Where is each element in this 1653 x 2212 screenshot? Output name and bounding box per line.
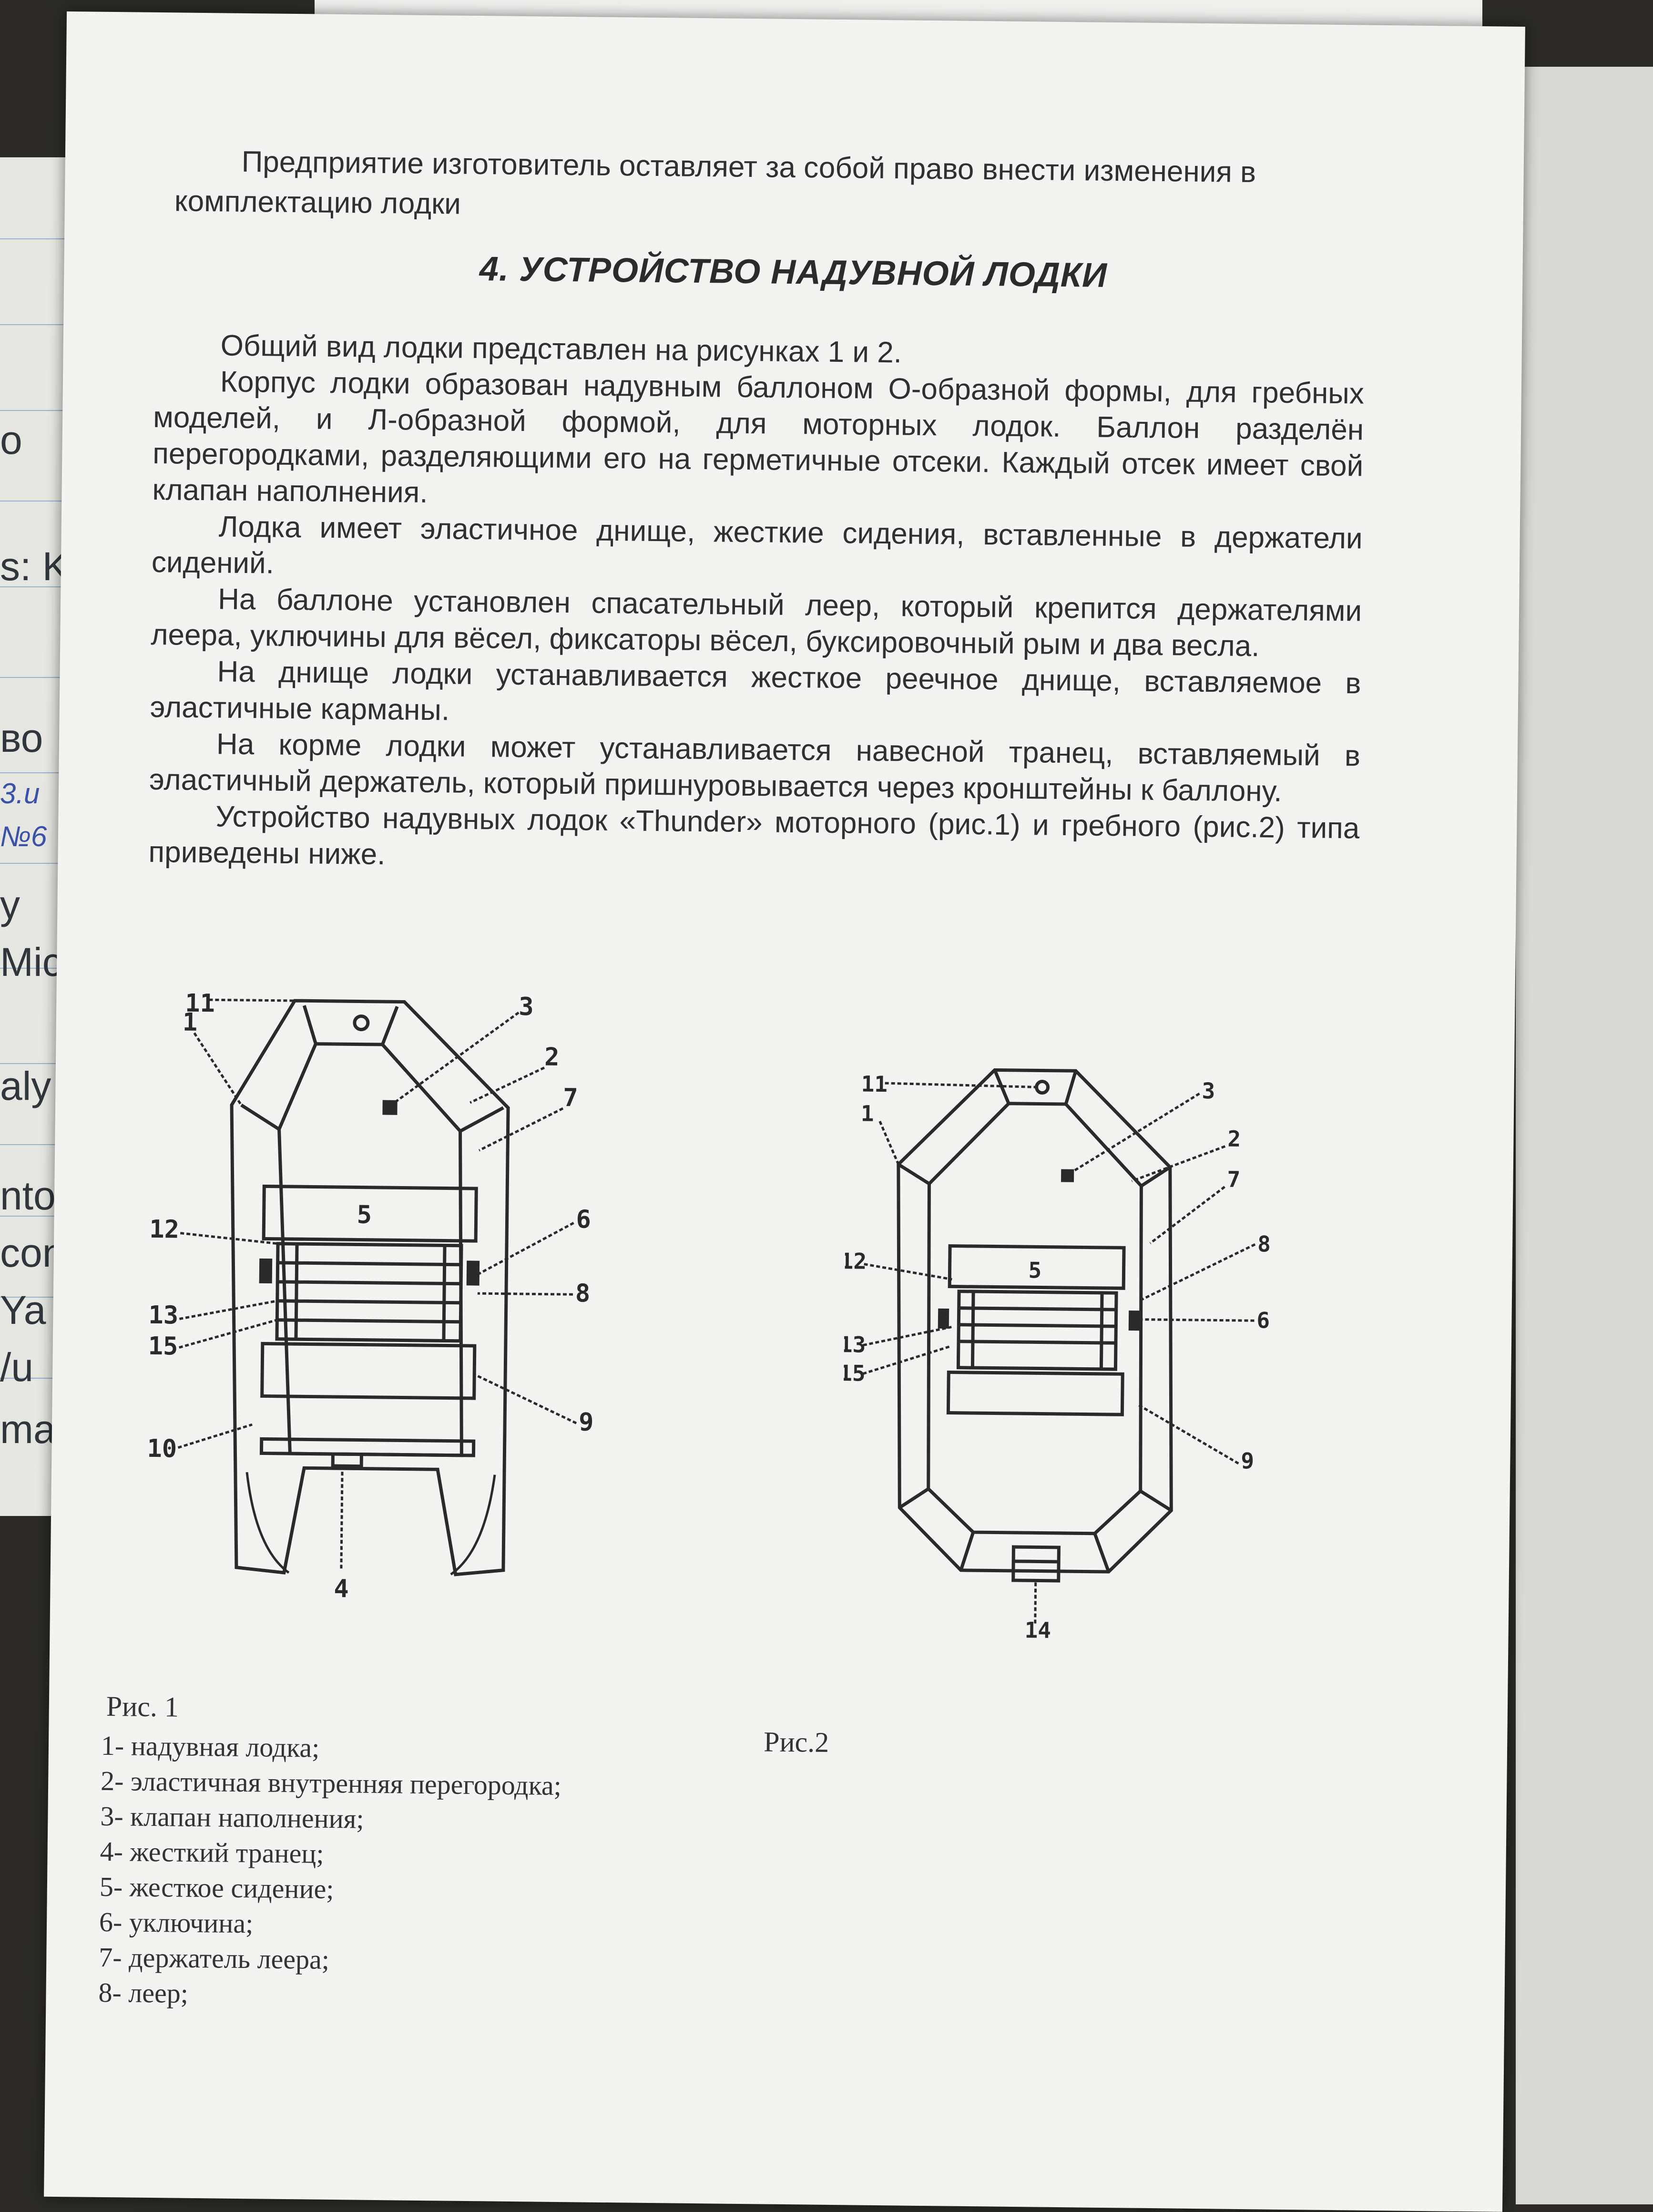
figure-legend: 1- надувная лодка; 2- эластичная внутрен… <box>98 1728 816 2018</box>
paragraph: На баллоне установлен спасательный леер,… <box>151 583 1362 663</box>
callout-label: 6 <box>576 1205 591 1234</box>
bg-fragment: /u <box>0 1345 34 1390</box>
callout-label: 12 <box>149 1215 179 1244</box>
paragraph: Лодка имеет эластичное днище, жесткие си… <box>151 510 1363 580</box>
callout-label: 11 <box>861 1071 888 1097</box>
towing-ring <box>1011 1545 1061 1583</box>
transom <box>259 1437 476 1457</box>
callout-label: 9 <box>579 1408 594 1436</box>
bg-fragment: nto <box>0 1173 56 1218</box>
callout-label: 13 <box>148 1301 178 1330</box>
callout-label: 1 <box>861 1101 874 1126</box>
seat-upper <box>262 1184 478 1243</box>
figure-1-caption: Рис. 1 <box>106 1690 179 1723</box>
callout-label: 3 <box>519 993 534 1021</box>
callout-label: 10 <box>147 1434 177 1464</box>
callout-label: 7 <box>1227 1167 1240 1192</box>
figure-1-motor-boat: 11 3 2 7 1 5 12 6 8 13 15 9 10 4 <box>131 947 757 1611</box>
callout-label: 2 <box>544 1043 560 1072</box>
background-paper-right <box>1516 67 1653 2204</box>
paragraph: Устройство надувных лодок «Thunder» мото… <box>148 800 1360 871</box>
callout-label: 9 <box>1241 1448 1254 1474</box>
callout-label: 13 <box>841 1331 866 1358</box>
seat-lower <box>946 1370 1124 1416</box>
figure-2-rowing-boat: 11 3 2 7 1 8 5 12 6 13 15 9 14 <box>841 1040 1409 1646</box>
callout-label: 8 <box>575 1279 591 1308</box>
section-heading: 4. УСТРОЙСТВО НАДУВНОЙ ЛОДКИ <box>479 250 1108 295</box>
callout-label: 5 <box>357 1200 372 1229</box>
bg-fragment: y <box>0 882 20 927</box>
bg-fragment: Ya <box>0 1288 46 1332</box>
callout-label: 4 <box>334 1575 349 1603</box>
hull-outline <box>230 999 510 1577</box>
legend-item: 7- держатель леера; <box>99 1941 330 1975</box>
bg-fragment: №6 <box>0 820 47 852</box>
seat-lower <box>260 1342 477 1400</box>
callout-label: 12 <box>841 1248 867 1274</box>
callout-label: 2 <box>1227 1126 1241 1152</box>
paragraph: Корпус лодки образован надувным баллоном… <box>152 365 1365 509</box>
paragraph: На корме лодки может устанавливается нав… <box>149 727 1361 808</box>
bg-fragment: o <box>0 418 22 462</box>
callout-label: 7 <box>563 1084 578 1112</box>
intro-text: Предприятие изготовитель оставляет за со… <box>174 145 1256 221</box>
section-body: Общий вид лодки представлен на рисунках … <box>148 327 1365 883</box>
callout-label: 15 <box>841 1360 866 1386</box>
hull-inner-line <box>277 1042 463 1457</box>
bg-fragment: 3.и <box>0 778 40 809</box>
callout-label: 11 <box>185 989 215 1018</box>
paragraph: На днище лодки устанавливается жесткое р… <box>150 655 1361 727</box>
callout-label: 1 <box>183 1008 198 1037</box>
bg-fragment: aly <box>0 1064 51 1108</box>
bg-fragment: ma <box>0 1407 56 1452</box>
callout-label: 14 <box>1024 1617 1051 1643</box>
legend-item: 8- леер; <box>98 1976 189 2009</box>
seat-upper <box>948 1244 1126 1290</box>
bg-fragment: во <box>0 716 43 760</box>
intro-note: Предприятие изготовитель оставляет за со… <box>174 141 1367 234</box>
callout-label: 3 <box>1202 1078 1215 1104</box>
document-page: Предприятие изготовитель оставляет за со… <box>44 11 1525 2212</box>
callout-label: 5 <box>1028 1257 1041 1283</box>
callout-label: 8 <box>1257 1231 1271 1257</box>
callout-label: 6 <box>1256 1307 1270 1333</box>
callout-label: 15 <box>148 1332 178 1361</box>
bg-fragment: Mic <box>0 940 62 984</box>
